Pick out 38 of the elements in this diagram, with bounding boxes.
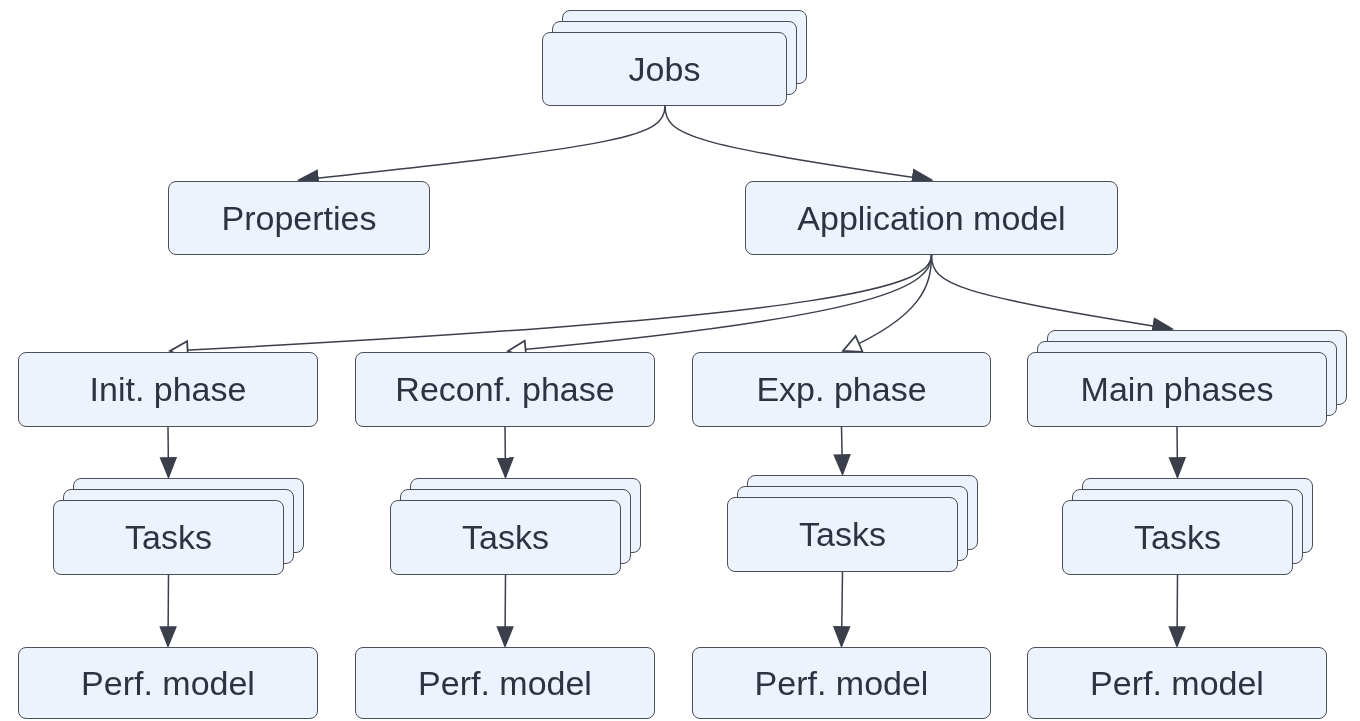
arrow [1168, 426, 1187, 480]
node-label: Perf. model [1090, 662, 1264, 704]
node-label: Main phases [1080, 369, 1274, 411]
node-label: Jobs [628, 48, 701, 90]
process-box [53, 500, 284, 575]
node-label: Tasks [799, 514, 886, 556]
node-label: Application model [797, 197, 1066, 239]
arrow [496, 426, 515, 480]
process-box [1027, 352, 1327, 427]
process-box [727, 497, 958, 572]
node-label: Init. phase [89, 369, 247, 411]
process-box [355, 352, 655, 427]
process-box [745, 181, 1118, 255]
process-box [692, 647, 991, 719]
arrow [496, 574, 514, 649]
process-box [390, 500, 621, 575]
node-label: Perf. model [81, 662, 255, 704]
node-label: Tasks [1134, 517, 1221, 559]
process-box [18, 352, 318, 427]
arrow [1168, 574, 1186, 649]
process-box [1027, 647, 1327, 719]
arrow [159, 426, 178, 480]
arrow [833, 426, 851, 477]
process-box [542, 32, 787, 106]
process-box [692, 352, 991, 427]
node-label: Perf. model [418, 662, 592, 704]
node-label: Perf. model [754, 662, 929, 704]
arrow [159, 574, 177, 649]
node-label: Properties [221, 197, 377, 239]
node-label: Reconf. phase [395, 369, 615, 411]
arrow [832, 571, 851, 649]
process-box [355, 647, 655, 719]
node-label: Exp. phase [756, 369, 927, 411]
node-label: Tasks [462, 517, 549, 559]
process-box [18, 647, 318, 719]
process-box [168, 181, 430, 255]
node-label: Tasks [125, 517, 212, 559]
process-box [1062, 500, 1293, 575]
